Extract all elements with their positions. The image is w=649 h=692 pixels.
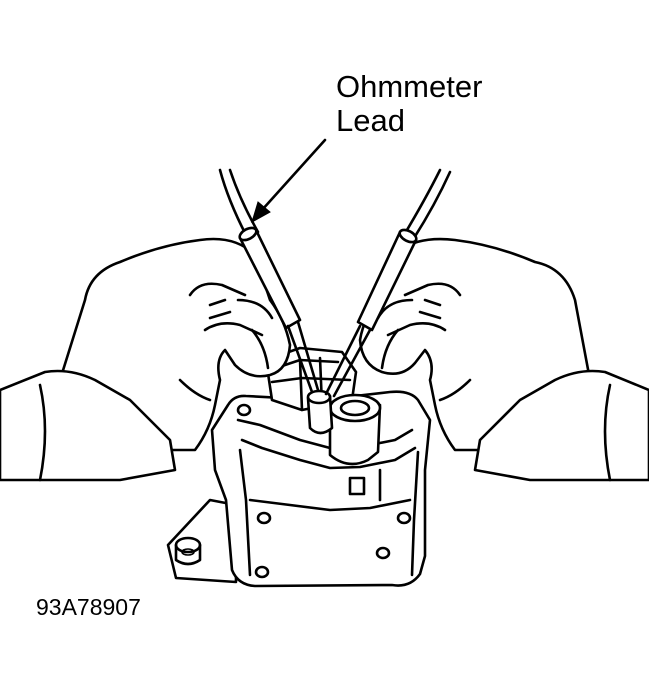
callout-line-1: Ohmmeter <box>336 69 483 104</box>
ohmmeter-lead-label: Ohmmeter Lead <box>336 70 482 138</box>
callout-arrow <box>251 138 327 224</box>
callout-line-2: Lead <box>336 103 405 138</box>
figure-id: 93A78907 <box>36 594 141 620</box>
coil-terminal <box>306 389 334 435</box>
left-hand <box>0 237 292 482</box>
right-hand <box>358 237 649 482</box>
left-probe <box>218 168 320 394</box>
right-probe <box>324 168 452 398</box>
secondary-tower <box>328 393 382 466</box>
